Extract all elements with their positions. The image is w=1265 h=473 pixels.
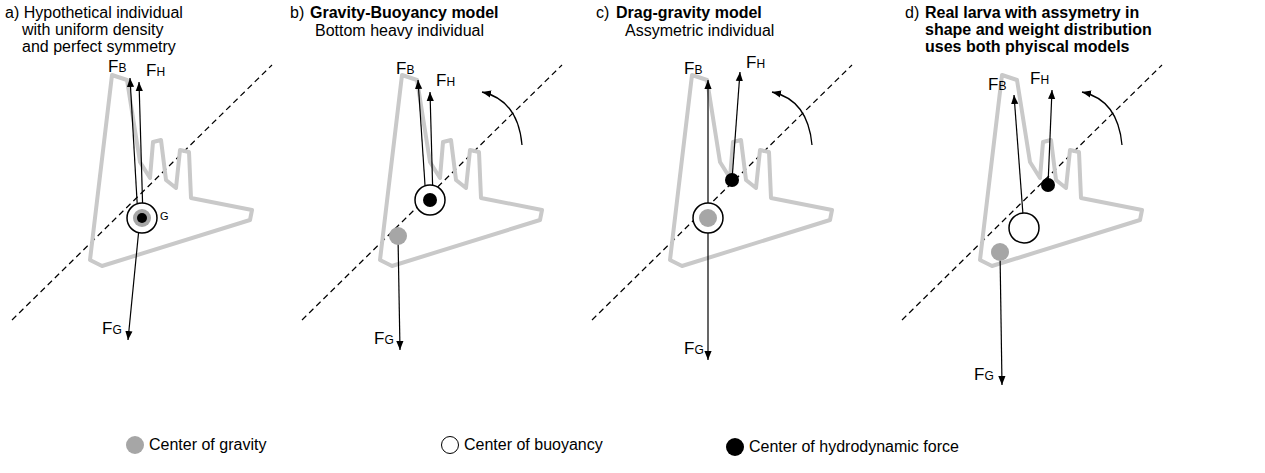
panel-letter: b) — [290, 4, 304, 21]
gravity-center — [389, 227, 407, 245]
hydrodynamic-center — [725, 173, 739, 187]
force-label: FH — [436, 72, 455, 91]
force-arrow — [398, 236, 400, 350]
force-arrow — [732, 72, 740, 180]
legend-text: Center of gravity — [149, 436, 266, 454]
gravity-center — [991, 243, 1009, 261]
larva-outline — [380, 75, 542, 266]
panel-subheading: Assymetric individual — [625, 22, 774, 39]
axis-line — [12, 65, 272, 320]
gravity-center — [133, 209, 151, 227]
force-arrow — [1014, 95, 1024, 228]
axis-line — [592, 65, 852, 320]
force-label: FG — [102, 320, 122, 339]
force-label: FB — [108, 58, 126, 77]
force-arrow — [139, 82, 143, 218]
force-arrow — [128, 218, 140, 340]
hydrodynamic-center — [423, 193, 437, 207]
force-label: FB — [396, 60, 414, 79]
force-label: FH — [746, 54, 765, 73]
force-label: FG — [974, 366, 994, 385]
legend-text: Center of hydrodynamic force — [749, 438, 959, 456]
panel-heading: a) Hypothetical individual with uniform … — [5, 4, 190, 55]
buoyancy-center — [127, 203, 157, 233]
force-arrow — [418, 80, 426, 200]
force-arrow — [430, 92, 433, 200]
hydrodynamic-center — [137, 213, 147, 223]
panel-heading: Gravity-Buoyancy model — [310, 4, 499, 21]
force-label: G — [160, 210, 169, 222]
force-arrow — [130, 78, 138, 218]
legend-swatch — [441, 436, 459, 454]
rotation-arrow — [482, 92, 522, 145]
buoyancy-center — [1009, 213, 1039, 243]
larva-outline — [980, 75, 1142, 266]
panel-letter: c) — [596, 4, 609, 21]
force-arrow — [707, 218, 708, 360]
force-label: FH — [1030, 70, 1049, 89]
panel-b — [302, 65, 562, 350]
force-label: FG — [684, 340, 704, 359]
hydrodynamic-center — [1041, 178, 1055, 192]
larva-outline — [90, 75, 252, 266]
force-label: FH — [146, 62, 165, 81]
panel-heading: Drag-gravity model — [616, 4, 762, 21]
gravity-center — [699, 209, 717, 227]
larva-outline — [670, 75, 832, 266]
axis-line — [902, 65, 1162, 320]
force-label: FB — [684, 60, 702, 79]
panel-c — [592, 65, 852, 360]
buoyancy-center — [415, 185, 445, 215]
force-label: FB — [988, 76, 1006, 95]
rotation-arrow — [772, 92, 812, 145]
panel-letter: d) — [905, 4, 919, 21]
force-arrow — [1048, 90, 1052, 185]
panel-d — [902, 65, 1162, 385]
legend-swatch — [726, 438, 744, 456]
panel-heading: Real larva with assymetry in shape and w… — [925, 4, 1165, 55]
rotation-arrow — [1082, 92, 1122, 145]
buoyancy-center — [693, 203, 723, 233]
legend-swatch — [126, 436, 144, 454]
panel-subheading: Bottom heavy individual — [315, 22, 484, 39]
legend-text: Center of buoyancy — [464, 436, 603, 454]
force-label: FG — [374, 330, 394, 349]
force-arrow — [1000, 252, 1002, 385]
panel-a — [12, 65, 272, 340]
force-arrow — [707, 80, 708, 218]
axis-line — [302, 65, 562, 320]
